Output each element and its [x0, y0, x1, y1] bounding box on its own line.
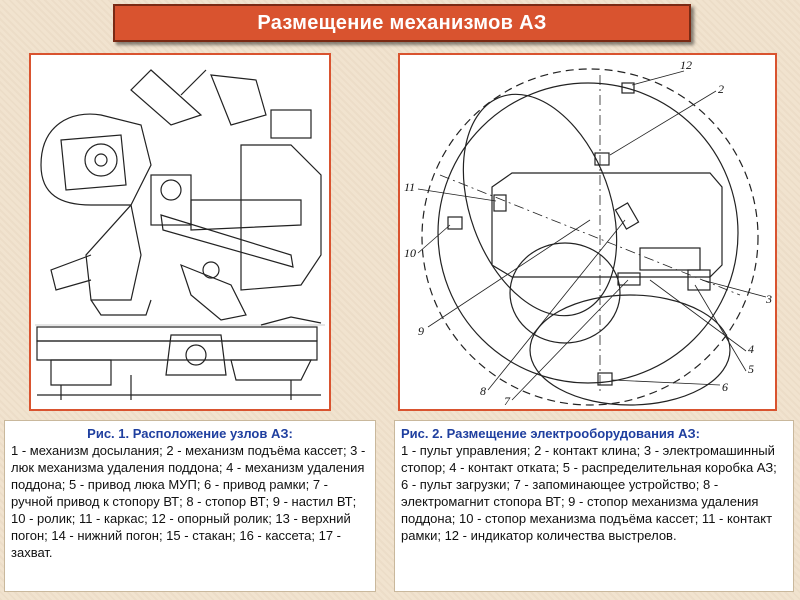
figure-1-caption: Рис. 1. Расположение узлов АЗ: 1 - механ… [4, 420, 376, 592]
figure-2-caption-title: Рис. 2. Размещение электрооборудования А… [401, 426, 700, 441]
mechanism-drawing [35, 69, 325, 400]
figure-1-caption-title: Рис. 1. Расположение узлов АЗ: [87, 426, 293, 441]
callout-12: 12 [680, 58, 692, 72]
callout-4: 4 [748, 342, 754, 356]
figure-2-caption-body: 1 - пульт управления; 2 - контакт клина;… [401, 443, 777, 543]
electrical-layout-drawing: 12 2 11 10 3 9 4 5 6 8 7 [404, 58, 772, 408]
callout-5: 5 [748, 362, 754, 376]
callout-9: 9 [418, 324, 424, 338]
callout-11: 11 [404, 180, 415, 194]
figure-2-drawing: 12 2 11 10 3 9 4 5 6 8 7 [398, 53, 777, 411]
callout-7: 7 [504, 394, 511, 408]
callout-8: 8 [480, 384, 486, 398]
callout-2: 2 [718, 82, 724, 96]
callout-6: 6 [722, 380, 728, 394]
figure-1-drawing [29, 53, 331, 411]
figure-1-caption-body: 1 - механизм досылания; 2 - механизм под… [11, 443, 366, 560]
callout-10: 10 [404, 246, 416, 260]
figure-2-caption: Рис. 2. Размещение электрооборудования А… [394, 420, 794, 592]
callout-3: 3 [765, 292, 772, 306]
page-title: Размещение механизмов АЗ [113, 4, 691, 42]
